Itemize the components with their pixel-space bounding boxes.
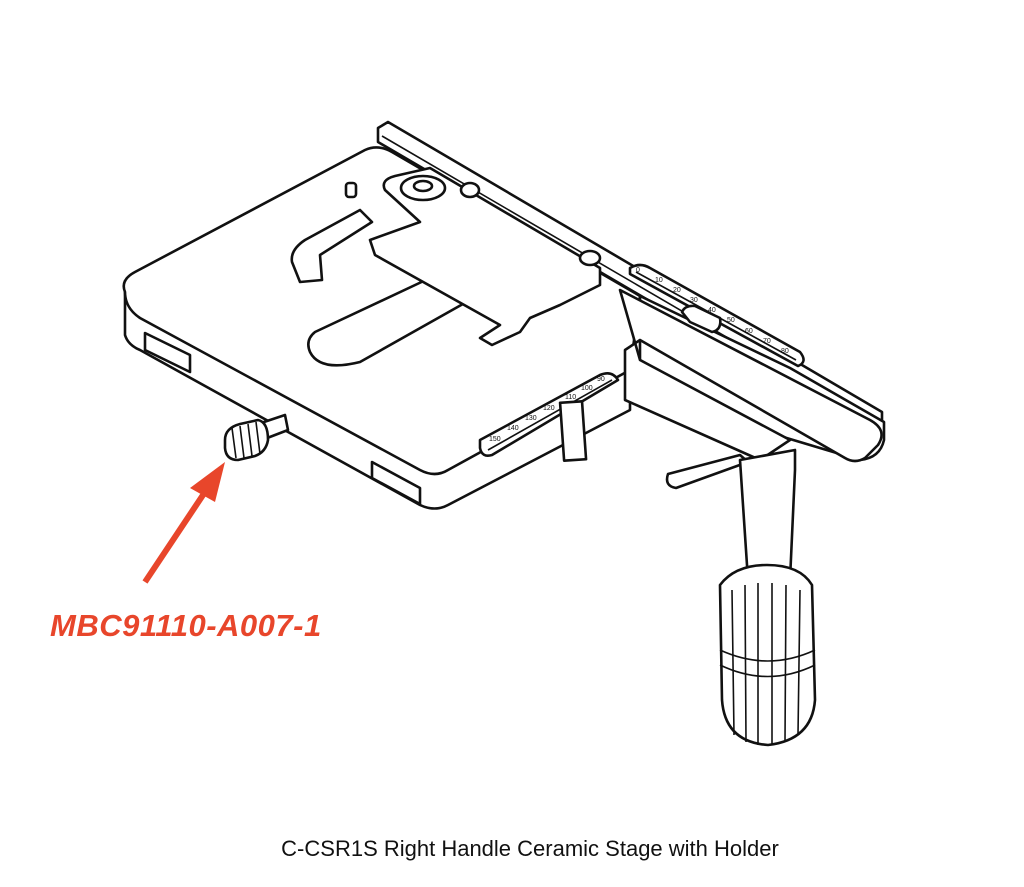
x-scale-label: 0 xyxy=(636,267,640,274)
x-scale-label: 10 xyxy=(655,277,663,284)
part-number-label: MBC91110-A007-1 xyxy=(50,608,322,643)
y-scale-label: 150 xyxy=(489,436,501,443)
callout-arrow xyxy=(142,462,225,584)
caption: C-CSR1S Right Handle Ceramic Stage with … xyxy=(281,836,779,861)
y-scale-label: 120 xyxy=(543,405,555,412)
x-scale-label: 80 xyxy=(781,348,789,355)
y-scale-label: 100 xyxy=(581,385,593,392)
specimen-holder xyxy=(290,166,602,347)
x-scale-label: 60 xyxy=(745,328,753,335)
x-scale-label: 30 xyxy=(690,297,698,304)
y-scale-label: 90 xyxy=(597,376,605,383)
side-screw xyxy=(223,413,290,462)
coaxial-gear xyxy=(665,453,750,490)
y-scale-label: 140 xyxy=(507,425,519,432)
x-scale-label: 40 xyxy=(708,307,716,314)
x-scale-label: 50 xyxy=(727,317,735,324)
y-scale: 90 100 110 120 130 140 150 xyxy=(478,372,620,462)
y-scale-label: 110 xyxy=(565,394,576,401)
stage-body xyxy=(123,290,632,510)
y-scale-label: 130 xyxy=(525,415,537,422)
x-scale-label: 70 xyxy=(763,338,771,345)
x-scale: 0 10 20 30 40 50 60 70 80 xyxy=(628,263,805,368)
x-scale-label: 20 xyxy=(673,287,681,294)
coaxial-handle xyxy=(718,448,817,747)
x-arm xyxy=(618,288,883,463)
